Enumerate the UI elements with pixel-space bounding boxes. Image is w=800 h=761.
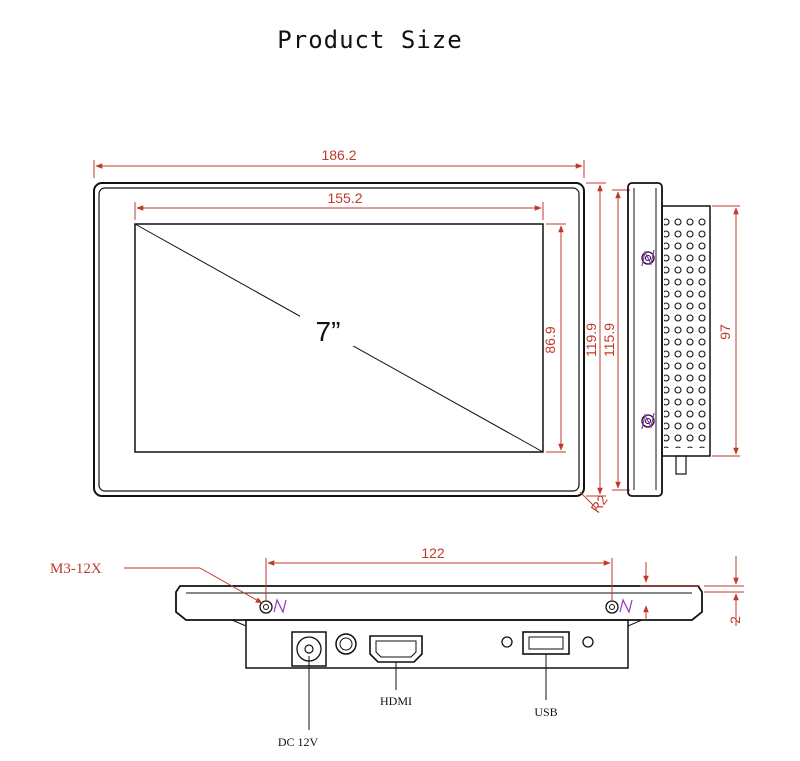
bottom-housing — [245, 619, 629, 669]
display-screen — [134, 223, 544, 453]
corner-radius-label: R2 — [587, 492, 610, 516]
usb-side-hole-right — [582, 636, 594, 648]
screw-spacing-label: 122 — [421, 545, 445, 561]
bottom-screw-right — [605, 600, 619, 614]
side-port-nub — [675, 455, 687, 475]
bottom-screw-right-marker — [619, 598, 633, 614]
bracket-height-label: 97 — [717, 324, 733, 340]
corner-radius-leader — [579, 491, 597, 509]
usb-port — [522, 631, 570, 655]
overall-height-label: 119.9 — [583, 323, 599, 357]
side-frame — [627, 182, 663, 497]
edge-thickness-label: 2 — [727, 616, 743, 624]
side-screw-upper — [641, 251, 655, 265]
screw-spec-label: M3-12X — [50, 561, 102, 577]
side-screw-lower — [641, 414, 655, 428]
hdmi-port — [369, 635, 423, 663]
bezel-inner — [98, 187, 580, 492]
back-height-label: 115.9 — [601, 323, 617, 357]
side-screw-lower-marker — [641, 412, 655, 430]
bottom-frame — [175, 585, 703, 621]
page-title: Product Size — [277, 26, 463, 54]
usb-side-hole-left — [501, 636, 513, 648]
bottom-screw-left — [259, 600, 273, 614]
overall-width-label: 186.2 — [321, 147, 356, 163]
screen-height-label: 86.9 — [542, 326, 558, 353]
front-view: 7” 186.2 155.2 86.9 119.9 115.9 R2 — [93, 147, 630, 516]
bezel-outer — [93, 182, 585, 497]
bottom-screw-left-marker — [273, 598, 287, 614]
dc-label: DC 12V — [278, 735, 319, 749]
side-screw-upper-marker — [641, 249, 655, 267]
hdmi-label: HDMI — [380, 694, 412, 708]
round-port — [335, 633, 357, 655]
vent-grille — [664, 214, 708, 448]
bottom-view: M3-12X 122 2 DC 12V — [50, 545, 744, 749]
side-view: 97 — [627, 182, 740, 497]
screen-width-label: 155.2 — [327, 190, 362, 206]
usb-label: USB — [534, 705, 557, 719]
screen-diagonal-label: 7” — [316, 316, 341, 347]
